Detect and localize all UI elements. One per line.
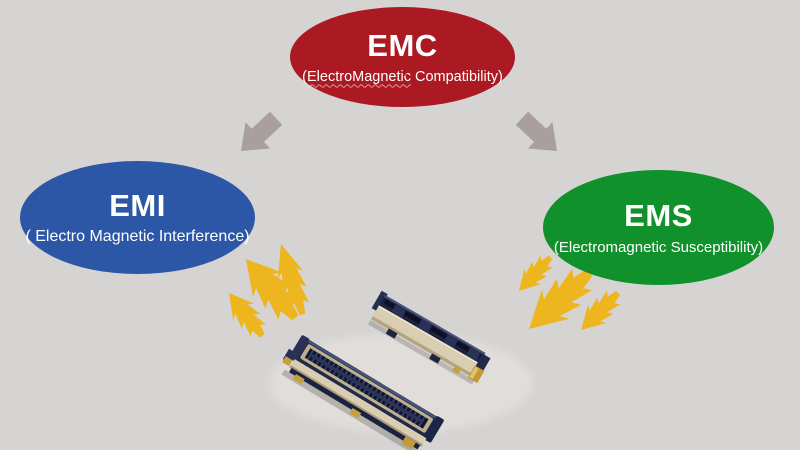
emc-subtitle-open: ( <box>302 68 307 85</box>
connector-back <box>368 290 491 385</box>
emc-title: EMC <box>367 28 438 64</box>
emi-title: EMI <box>109 187 166 223</box>
emc-subtitle-word: ElectroMagnetic <box>307 68 411 85</box>
arrow-emc-to-emi-icon <box>228 105 289 165</box>
emc-subtitle-rest: Compatibility) <box>410 68 503 85</box>
ems-title: EMS <box>624 198 693 234</box>
emi-bolts <box>218 240 316 345</box>
emc-ellipse: EMC (ElectroMagnetic Compatibility) <box>290 7 515 107</box>
ems-ellipse: EMS (Electromagnetic Susceptibility) <box>543 170 774 285</box>
connector-front <box>281 335 444 450</box>
emi-ellipse: EMI ( Electro Magnetic Interference) <box>20 161 255 274</box>
arrow-emc-to-ems-icon <box>509 105 570 165</box>
emc-subtitle: (ElectroMagnetic Compatibility) <box>302 69 503 85</box>
stray-dot <box>404 73 408 76</box>
ems-subtitle: (Electromagnetic Susceptibility) <box>553 238 764 256</box>
emi-subtitle: ( Electro Magnetic Interference) <box>25 228 250 246</box>
